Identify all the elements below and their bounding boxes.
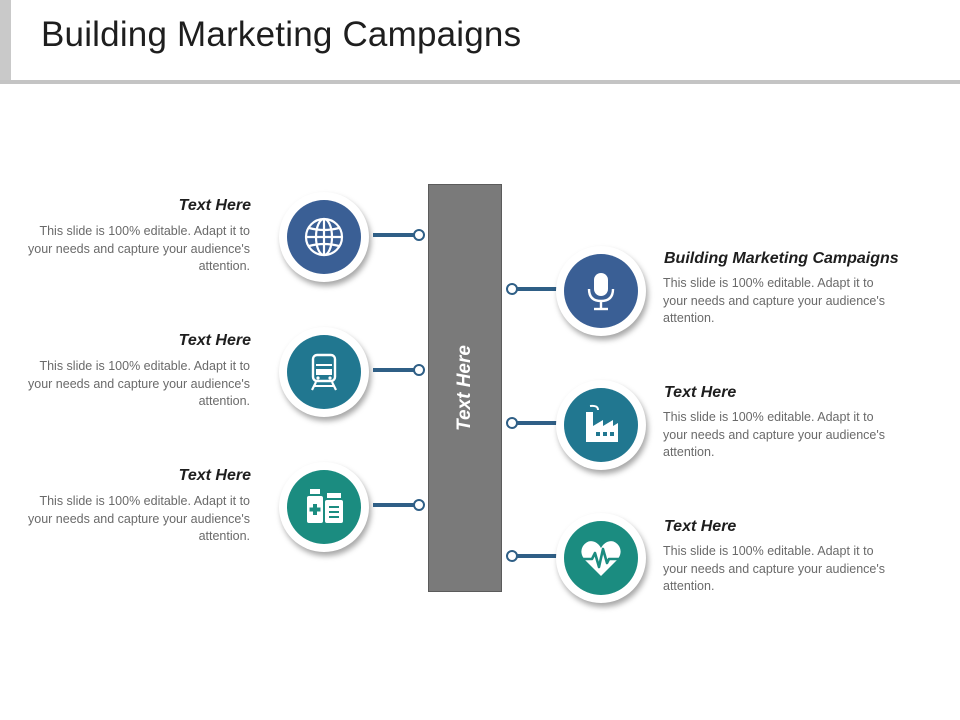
icon-circle [279,192,369,282]
item-title: Text Here [664,384,737,401]
item-description: This slide is 100% editable. Adapt it to… [663,544,885,593]
connector-line [516,421,560,425]
connector-line [516,287,560,291]
item-description: This slide is 100% editable. Adapt it to… [28,224,250,273]
connector-node [413,364,425,376]
center-bar: Text Here [428,184,502,592]
medicine-icon [287,470,361,544]
slide-header: Building Marketing Campaigns [0,0,960,84]
globe-icon [287,200,361,274]
header-accent [0,0,11,82]
item-title: Text Here [178,467,251,484]
slide-title: Building Marketing Campaigns [41,15,522,54]
item-title: Building Marketing Campaigns [664,250,899,267]
factory-icon [564,388,638,462]
icon-circle [556,513,646,603]
connector-line [373,368,415,372]
icon-circle [279,327,369,417]
connector-line [516,554,560,558]
center-bar-label: Text Here [454,345,475,431]
microphone-icon [564,254,638,328]
connector-node [413,229,425,241]
connector-line [373,503,415,507]
item-description: This slide is 100% editable. Adapt it to… [28,359,250,408]
train-icon [287,335,361,409]
item-title: Text Here [178,197,251,214]
item-description: This slide is 100% editable. Adapt it to… [28,494,250,543]
connector-line [373,233,415,237]
icon-circle [556,246,646,336]
heartbeat-icon [564,521,638,595]
icon-circle [279,462,369,552]
item-description: This slide is 100% editable. Adapt it to… [663,276,885,325]
icon-circle [556,380,646,470]
item-title: Text Here [664,518,737,535]
item-title: Text Here [178,332,251,349]
header-divider [0,80,960,84]
connector-node [413,499,425,511]
item-description: This slide is 100% editable. Adapt it to… [663,410,885,459]
